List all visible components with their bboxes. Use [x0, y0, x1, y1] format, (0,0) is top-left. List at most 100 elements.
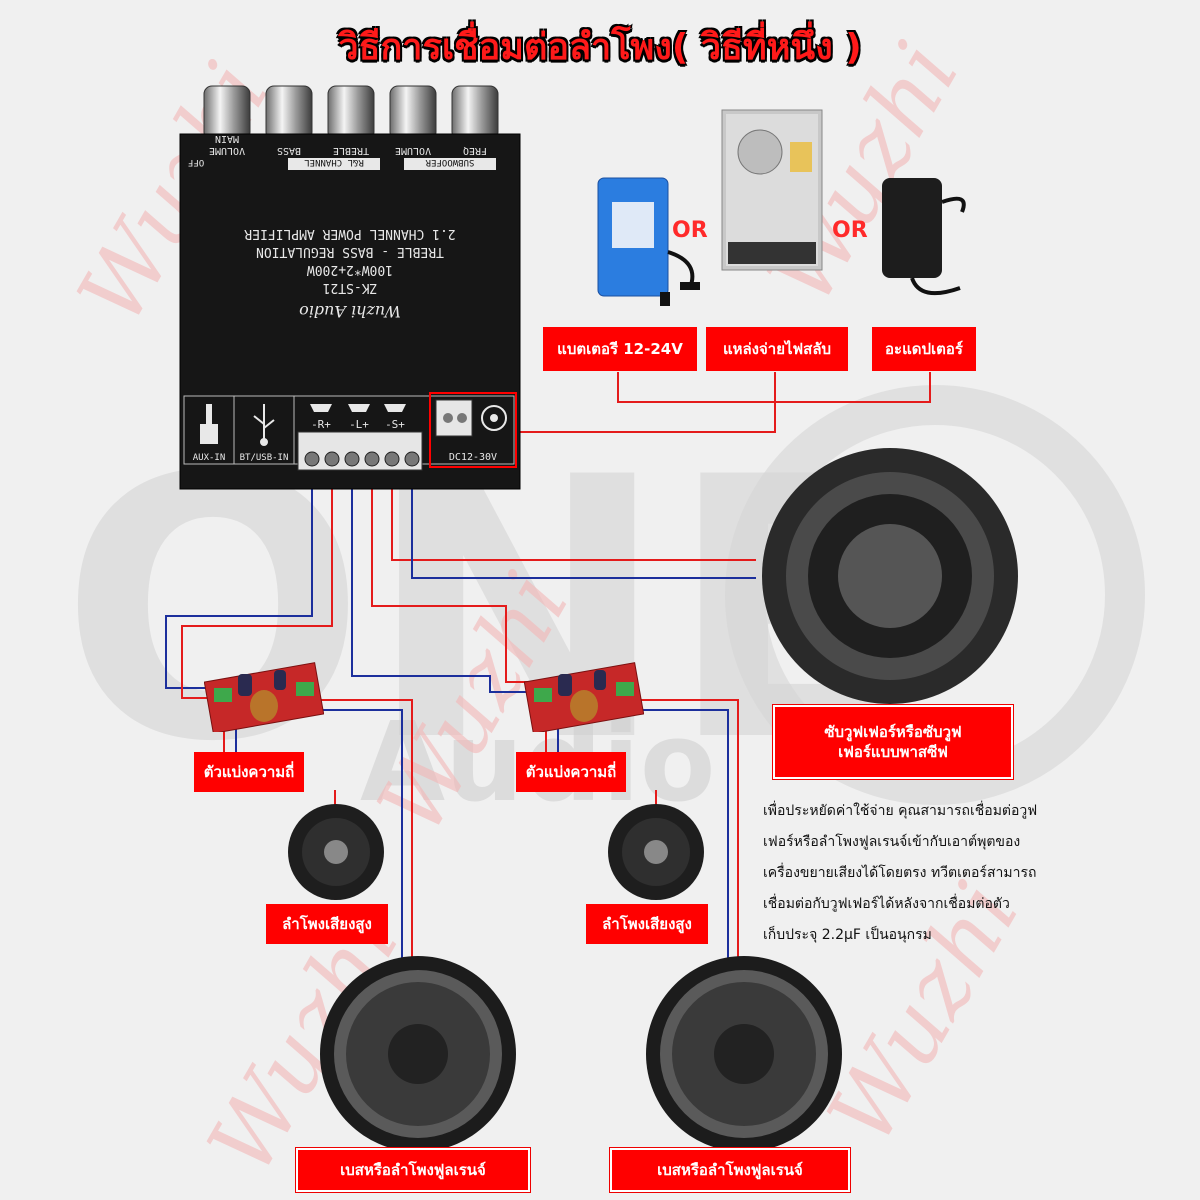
battery-icon: [597, 177, 700, 306]
woofer-right-label: เบสหรือลำโพงฟูลเรนจ์: [610, 1148, 850, 1192]
speaker-symbol-icon: [310, 404, 332, 412]
page-title: วิธีการเชื่อมต่อลำโพง( วิธีที่หนึ่ง ): [338, 27, 862, 68]
dc-input-highlight: [429, 392, 517, 468]
dc-barrel-icon: [481, 405, 507, 431]
crossover-terminal-icon: [296, 682, 314, 696]
woofer-left-label: เบสหรือลำโพงฟูลเรนจ์: [296, 1148, 530, 1192]
tweeter-right: [608, 804, 704, 900]
or-label-2: OR: [832, 218, 868, 243]
knob-volume: [389, 85, 437, 141]
rl-channel-band: [288, 158, 380, 170]
power-to-board-wire: [520, 402, 776, 433]
port-aux-label: AUX-IN: [193, 453, 226, 463]
inductor-coil-icon: [570, 690, 598, 722]
capacitor-icon: [558, 674, 572, 696]
knob-label-main-1: MAIN: [215, 133, 239, 144]
screw-icon: [324, 451, 340, 467]
wire-r-plus: [181, 470, 333, 699]
subwoofer-band: [404, 158, 496, 170]
screw-icon: [344, 451, 360, 467]
wire-s-plus: [391, 470, 756, 561]
amplifier-board: MAIN VOLUME BASS TREBLE VOLUME FREQ OFF …: [179, 85, 521, 490]
usb-icon: [253, 404, 275, 446]
subwoofer-dustcap: [838, 524, 942, 628]
knob-row: [203, 85, 499, 141]
crossover-right: [524, 662, 644, 732]
speaker-symbol-icon: [384, 404, 406, 412]
or-label-1: OR: [672, 218, 708, 243]
screw-icon: [364, 451, 380, 467]
terminal-r: -R+: [311, 418, 331, 431]
left-xover-woofer-blue: [310, 709, 403, 960]
crossover-right-label: ตัวแบ่งความถี่: [516, 752, 626, 792]
adapter-label: อะแดปเตอร์: [872, 327, 976, 371]
model-line-1: 2.1 CHANNEL POWER AMPLIFIER: [244, 226, 455, 241]
model-line-4: ZK-ST21: [323, 280, 378, 295]
rl-channel-label: R&L CHANNEL: [304, 157, 364, 167]
off-label: OFF: [188, 157, 204, 167]
model-line-2: TREBLE - BASS REGULATION: [256, 244, 444, 259]
screw-icon: [404, 451, 420, 467]
screw-icon: [384, 451, 400, 467]
wire-s-minus: [411, 470, 756, 579]
woofer-left: [320, 956, 516, 1152]
switching-supply-label: แหล่งจ่ายไฟสลับ: [706, 327, 848, 371]
subwoofer-label: ซับวูฟเฟอร์หรือซับวูฟ เฟอร์แบบพาสซีฟ: [773, 705, 1013, 779]
subwoofer-band-label: SUBWOOFER: [425, 157, 474, 167]
dc-label: DC12-30V: [449, 452, 497, 463]
model-line-3: 100W*2+200W: [307, 262, 393, 277]
aux-jack-icon: [200, 404, 218, 444]
knob-label-bass: BASS: [277, 145, 301, 156]
board-brand-script: Wuzhi Audio: [299, 302, 401, 321]
speaker-symbol-icon: [348, 404, 370, 412]
terminal-s: -S+: [385, 418, 405, 431]
knob-main: [203, 85, 251, 141]
terminal-l: -L+: [349, 418, 369, 431]
note-line: เพื่อประหยัดค่าใช้จ่าย คุณสามารถเชื่อมต่…: [763, 803, 1038, 819]
power-sources: [597, 109, 966, 306]
left-xover-woofer-red: [310, 699, 413, 960]
tweeter-left-label: ลำโพงเสียงสูง: [266, 904, 388, 944]
port-bt-label: BT/USB-IN: [240, 453, 289, 463]
crossover-terminal-icon: [616, 682, 634, 696]
knob-label-freq: FREQ: [463, 145, 487, 156]
note-line: เก็บประจุ 2.2μF เป็นอนุกรม: [763, 927, 932, 943]
screw-terminal-block: [297, 431, 423, 471]
right-xover-woofer-red: [630, 699, 739, 960]
tweeter-left: [288, 804, 384, 900]
subwoofer-speaker: [762, 448, 1018, 704]
inductor-coil-icon: [250, 690, 278, 722]
knob-treble: [327, 85, 375, 141]
knob-label-volume: VOLUME: [395, 145, 431, 156]
note-line: เชื่อมต่อกับวูฟเฟอร์ได้หลังจากเชื่อมต่อต…: [763, 896, 1010, 912]
knob-bass: [265, 85, 313, 141]
crossover-terminal-icon: [214, 688, 232, 702]
watermark-ring: [725, 385, 1145, 805]
wire-l-plus: [371, 470, 532, 683]
right-xover-woofer-blue: [630, 709, 729, 960]
knob-label-treble: TREBLE: [333, 145, 369, 156]
crossover-left: [204, 662, 324, 732]
screw-terminals: [304, 451, 420, 467]
screw-icon: [457, 413, 467, 423]
woofer-right: [646, 956, 842, 1152]
ac-adapter-icon: [882, 178, 966, 296]
wire-r-minus: [165, 470, 313, 689]
crossover-left-label: ตัวแบ่งความถี่: [194, 752, 304, 792]
crossover-terminal-icon: [534, 688, 552, 702]
capacitor-icon: [594, 670, 606, 690]
note-line: เฟอร์หรือลำโพงฟูลเรนจ์เข้ากับเอาต์พุตของ: [763, 834, 1021, 850]
capacitor-icon: [274, 670, 286, 690]
knob-freq: [451, 85, 499, 141]
battery-label: แบตเตอรี 12-24V: [543, 327, 697, 371]
note-line: เครื่องขยายเสียงได้โดยตรง ทวีตเตอร์สามาร…: [763, 865, 1037, 881]
screw-icon: [304, 451, 320, 467]
switching-power-supply-icon: [721, 109, 823, 271]
tweeter-right-label: ลำโพงเสียงสูง: [586, 904, 708, 944]
connection-note: เพื่อประหยัดค่าใช้จ่าย คุณสามารถเชื่อมต่…: [763, 796, 1163, 951]
knob-label-main-2: VOLUME: [209, 145, 245, 156]
capacitor-icon: [238, 674, 252, 696]
terminal-speaker-icons: [310, 404, 406, 412]
